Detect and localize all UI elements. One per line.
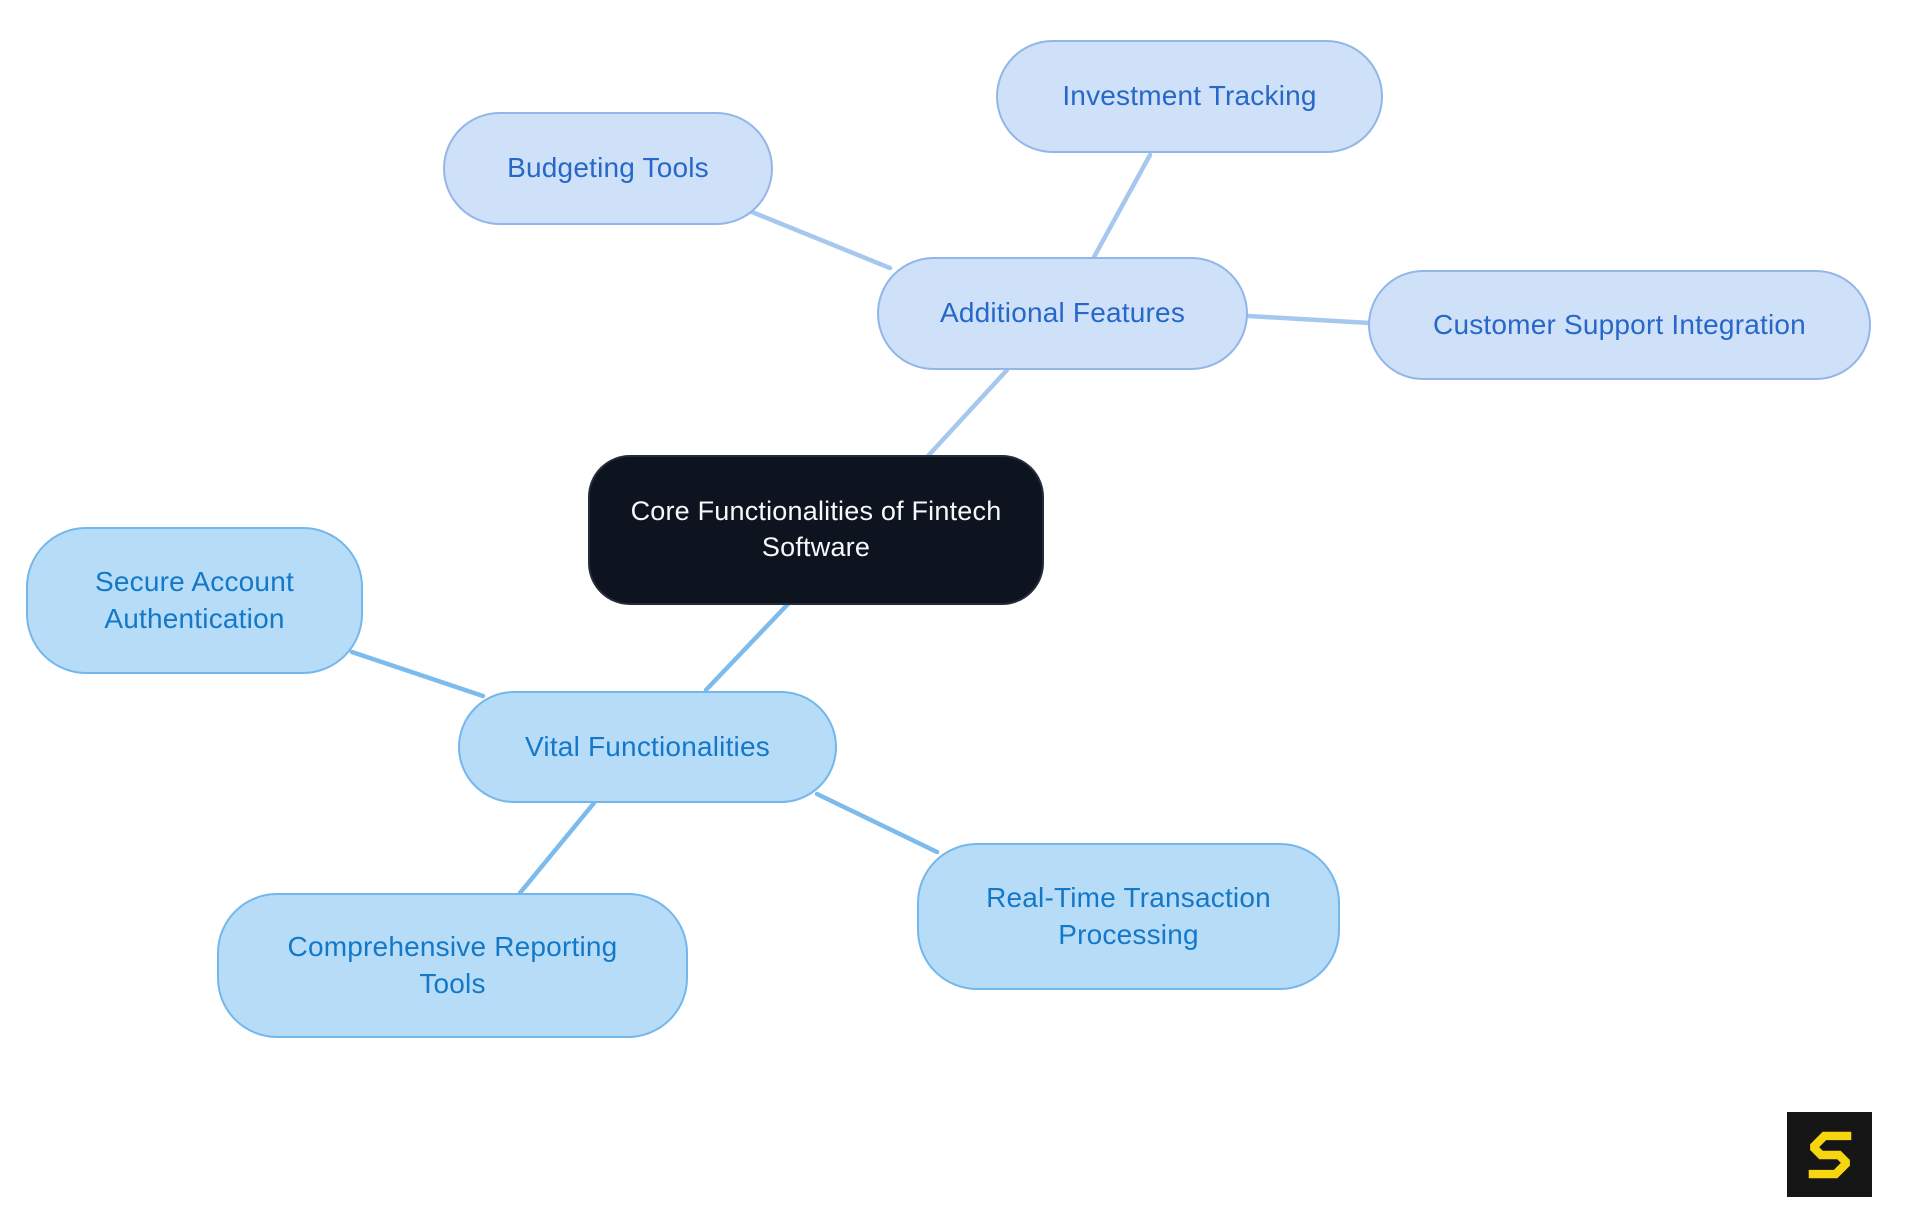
edge-investment-tracking	[1091, 152, 1153, 260]
node-label: Secure Account Authentication	[95, 565, 294, 634]
node-label: Vital Functionalities	[525, 730, 770, 762]
node-budgeting-tools[interactable]: Budgeting Tools	[443, 112, 773, 225]
node-root[interactable]: Core Functionalities of Fintech Software	[588, 455, 1044, 605]
node-investment-tracking[interactable]: Investment Tracking	[996, 40, 1383, 153]
s-logo-icon	[1808, 1131, 1851, 1178]
brand-logo	[1787, 1112, 1872, 1197]
edge-comprehensive-reporting-tools	[517, 800, 597, 896]
node-label: Budgeting Tools	[507, 152, 709, 184]
edge-additional-features-root	[925, 367, 1010, 459]
node-label: Real-Time Transaction Processing	[986, 881, 1271, 950]
edge-customer-support-integration	[1245, 313, 1373, 326]
edge-budgeting-tools	[749, 209, 893, 271]
node-label: Additional Features	[939, 297, 1186, 329]
edge-real-time-transaction-processing	[814, 791, 940, 855]
node-customer-support-integration[interactable]: Customer Support Integration	[1368, 270, 1871, 380]
node-vital-functionalities[interactable]: Vital Functionalities	[458, 691, 837, 803]
node-label: Core Functionalities of Fintech Software	[630, 496, 1002, 562]
node-secure-account-authentication[interactable]: Secure Account Authentication	[26, 527, 363, 674]
node-real-time-transaction-processing[interactable]: Real-Time Transaction Processing	[917, 843, 1340, 990]
node-label: Investment Tracking	[1062, 80, 1317, 112]
node-additional-features[interactable]: Additional Features	[877, 257, 1248, 370]
node-comprehensive-reporting-tools[interactable]: Comprehensive Reporting Tools	[217, 893, 688, 1038]
node-label: Customer Support Integration	[1433, 308, 1806, 340]
edge-secure-account-authentication	[349, 649, 486, 699]
edge-root-vital-functionalities	[703, 601, 791, 693]
node-label: Comprehensive Reporting Tools	[287, 930, 618, 999]
